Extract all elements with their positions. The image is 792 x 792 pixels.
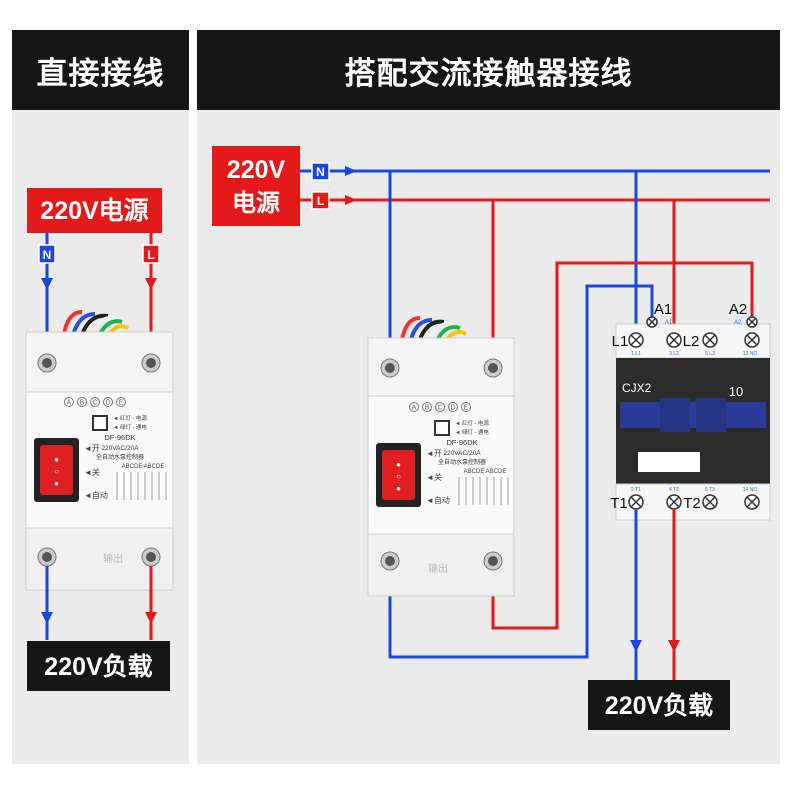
svg-text:○: ○ — [396, 472, 401, 481]
left-live-tag: L — [147, 248, 154, 262]
right-controller: A B C D E ◄ 红灯 - 电源 ◄ 绿灯 - 通电 DF-96DK 22… — [367, 316, 515, 597]
svg-text:D: D — [450, 405, 455, 412]
right-neutral-tag: N — [316, 165, 325, 179]
svg-text:◄自动: ◄自动 — [426, 495, 450, 505]
contactor-a2-label: A2 — [729, 301, 747, 318]
contactor-t1-label: T1 — [610, 495, 628, 512]
left-live-tag-box — [142, 244, 160, 264]
svg-text:●: ● — [54, 455, 59, 464]
svg-text:2 T1: 2 T1 — [631, 487, 641, 493]
svg-text:4 T2: 4 T2 — [669, 487, 679, 493]
coil-live-wire — [491, 261, 754, 630]
svg-text:◄开: ◄开 — [84, 444, 100, 453]
coil-neutral-wire — [388, 284, 654, 659]
contactor-brand: CJX2 — [622, 381, 652, 395]
svg-text:220VAC/20A: 220VAC/20A — [101, 445, 139, 452]
svg-text:○: ○ — [54, 467, 59, 476]
svg-text:A1: A1 — [665, 320, 673, 326]
contactor-a1-label: A1 — [654, 301, 672, 318]
svg-text:5 L3: 5 L3 — [705, 351, 715, 357]
svg-text:ABCDE ABCDE: ABCDE ABCDE — [122, 464, 165, 470]
left-load-label: 220V负载 — [44, 653, 152, 681]
right-source-box: 220V 电源 — [212, 146, 300, 226]
svg-text:1 L1: 1 L1 — [631, 351, 641, 357]
svg-text:◄自动: ◄自动 — [84, 490, 108, 500]
right-load-box: 220V负载 — [588, 680, 730, 730]
direct-wiring-title: 直接接线 — [12, 30, 189, 110]
svg-text:A: A — [67, 400, 72, 407]
svg-text:E: E — [119, 400, 124, 407]
svg-text:14 NO: 14 NO — [743, 487, 758, 493]
ac-contactor: CJX2 10 1 L1 3 L2 5 L3 13 NO A1 A2 A1 A2… — [610, 301, 771, 521]
left-load-box: 220V负载 — [27, 641, 170, 691]
svg-text:D: D — [105, 400, 110, 407]
contactor-model-number: 10 — [729, 384, 743, 399]
left-controller: A B C D E ◄ 红灯 - 电源 ◄ 绿灯 - 通电 DF-96DK 22… — [25, 310, 174, 591]
contactor-l1-label: L1 — [612, 333, 629, 350]
left-live-arrow-in — [145, 278, 157, 290]
svg-text:6 T3: 6 T3 — [705, 487, 715, 493]
svg-text:A2: A2 — [734, 320, 742, 326]
left-live-arrow-out — [145, 612, 157, 624]
svg-text:◄ 红灯 - 电源: ◄ 红灯 - 电源 — [455, 419, 489, 427]
svg-text:◄开: ◄开 — [426, 449, 442, 458]
left-neutral-tag-box — [38, 244, 56, 264]
svg-text:◄关: ◄关 — [84, 467, 100, 477]
svg-text:输出: 输出 — [428, 562, 448, 575]
svg-text:220VAC/20A: 220VAC/20A — [443, 450, 481, 457]
right-load-label: 220V负载 — [605, 692, 713, 720]
contactor-wiring-title: 搭配交流接触器接线 — [197, 30, 780, 110]
svg-text:◄ 绿灯 - 通电: ◄ 绿灯 - 通电 — [455, 428, 489, 436]
svg-text:B: B — [425, 405, 430, 412]
svg-text:C: C — [437, 405, 442, 412]
svg-text:◄关: ◄关 — [426, 472, 442, 482]
svg-text:A: A — [412, 405, 417, 412]
svg-text:B: B — [80, 400, 85, 407]
right-live-tag: L — [317, 194, 324, 208]
svg-text:●: ● — [396, 460, 401, 469]
svg-text:全自动水泵控制器: 全自动水泵控制器 — [438, 458, 486, 466]
svg-text:全自动水泵控制器: 全自动水泵控制器 — [96, 453, 144, 461]
svg-text:◄ 绿灯 - 通电: ◄ 绿灯 - 通电 — [113, 423, 147, 431]
svg-text:◄ 红灯 - 电源: ◄ 红灯 - 电源 — [113, 414, 147, 422]
right-source-line2: 电源 — [232, 190, 280, 217]
right-source-line1: 220V — [227, 156, 286, 184]
left-source-box: 220V电源 — [27, 188, 162, 233]
svg-text:E: E — [464, 405, 469, 412]
left-neutral-arrow-in — [41, 278, 53, 290]
svg-text:13 NO: 13 NO — [743, 351, 758, 357]
svg-text:ABCDE ABCDE: ABCDE ABCDE — [464, 469, 507, 475]
contactor-t2-label: T2 — [683, 495, 701, 512]
contactor-l2-label: L2 — [683, 333, 700, 350]
svg-text:C: C — [92, 400, 97, 407]
svg-text:DF-96DK: DF-96DK — [104, 433, 135, 442]
left-source-label: 220V电源 — [40, 197, 148, 225]
svg-text:●: ● — [396, 484, 401, 493]
svg-text:3 L2: 3 L2 — [669, 351, 679, 357]
left-neutral-tag: N — [43, 248, 52, 262]
left-neutral-arrow-out — [41, 612, 53, 624]
svg-text:DF-96DK: DF-96DK — [446, 438, 477, 447]
svg-text:输出: 输出 — [103, 552, 123, 565]
svg-text:●: ● — [54, 479, 59, 488]
